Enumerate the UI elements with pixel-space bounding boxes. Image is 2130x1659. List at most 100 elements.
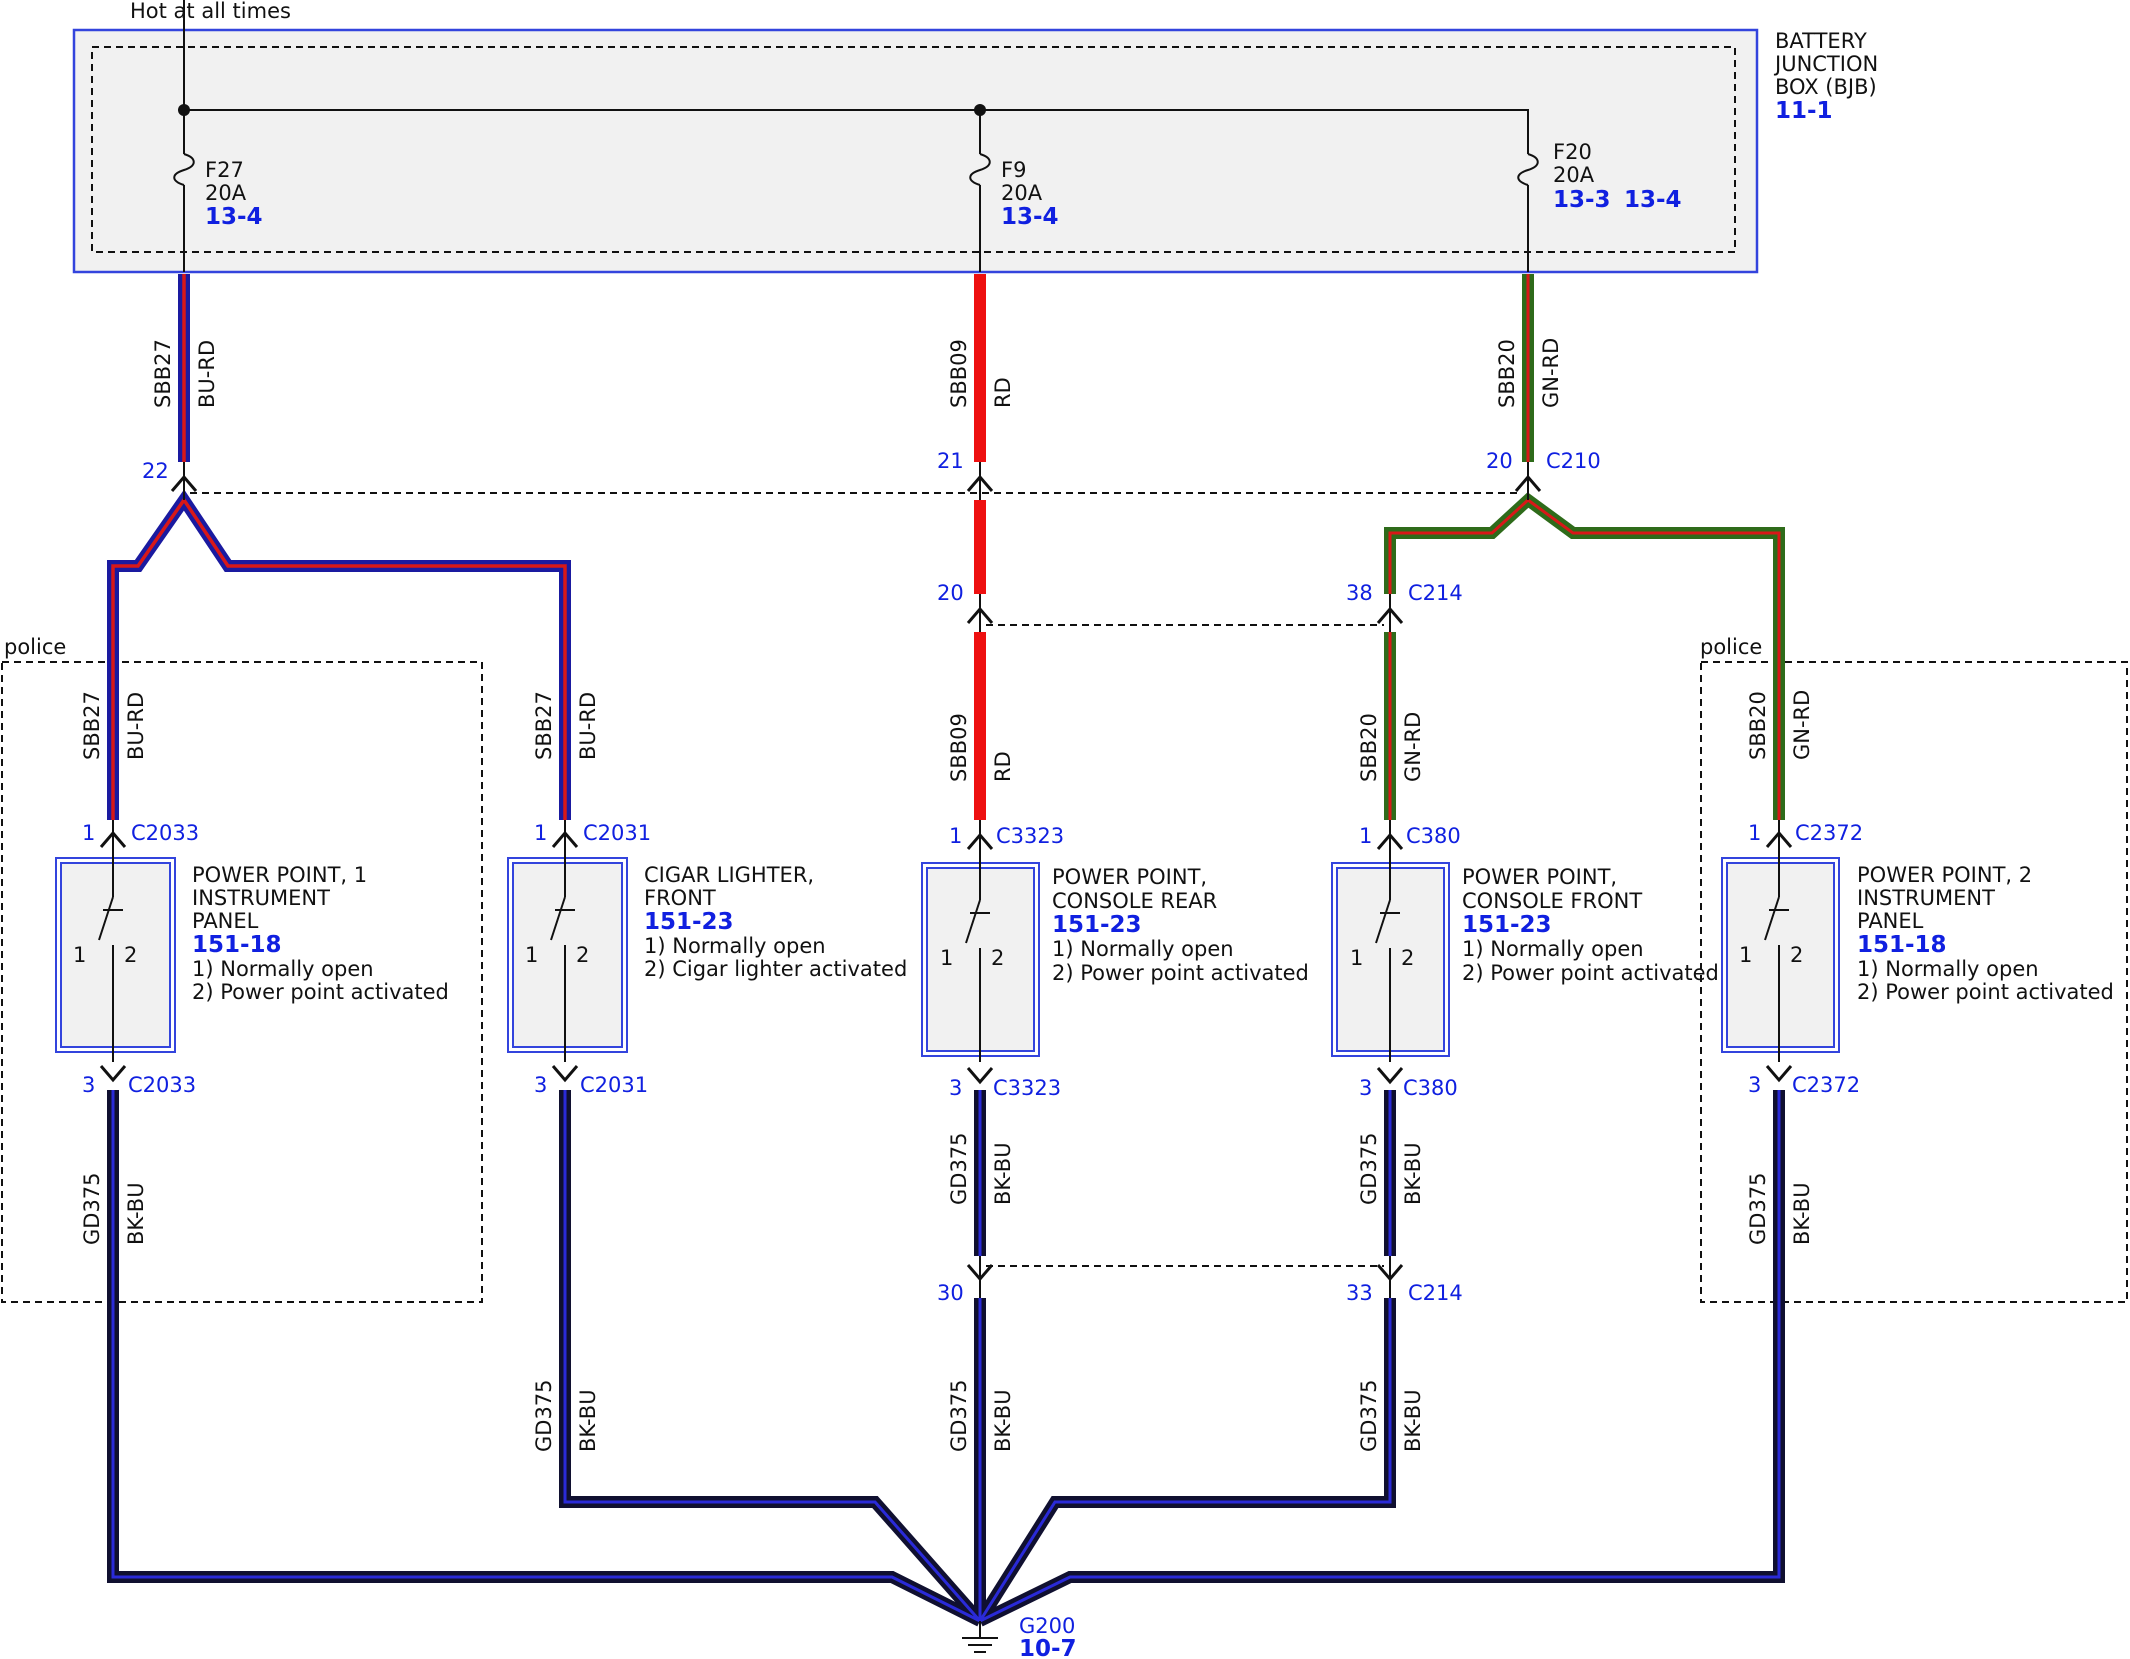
- component-name-line-1: POWER POINT, 1: [192, 863, 367, 887]
- connector-id-out: C3323: [993, 1076, 1061, 1100]
- circuit-sbb27-pp1-color: BU-RD: [124, 692, 148, 760]
- circuit-gd375-ppr-upper-color: BK-BU: [991, 1142, 1015, 1205]
- component-name-line-2: INSTRUMENT: [1857, 886, 1995, 910]
- component-name-line-2: CONSOLE REAR: [1052, 889, 1217, 913]
- police-label-right: police: [1700, 635, 1762, 659]
- component-note-2: 2) Cigar lighter activated: [644, 957, 907, 981]
- circuit-gd375-cig-name: GD375: [532, 1379, 556, 1452]
- circuit-sbb27-cig-name: SBB27: [532, 691, 556, 760]
- bjb-page-ref: 11-1: [1775, 98, 1833, 124]
- component-note-1: 1) Normally open: [192, 957, 374, 981]
- pin-out-chevron: [1765, 1065, 1793, 1083]
- pin-in-number: 1: [949, 824, 962, 848]
- component-note-2: 2) Power point activated: [1857, 980, 2114, 1004]
- c214-bottom-labels: 30 33 C214: [937, 1281, 1463, 1305]
- wire-sbb20: [1384, 274, 1785, 820]
- pin-in-chevron: [99, 830, 127, 848]
- component-note-1: 1) Normally open: [1857, 957, 2039, 981]
- pin-out-number: 3: [1359, 1076, 1372, 1100]
- component-power-point-console-rear: 1 2 1 C3323 3 C3323 POWER POINT, CONSOLE…: [921, 820, 1309, 1100]
- pin-in-chevron: [966, 832, 994, 850]
- fuse-f27-rating: 20A: [205, 181, 247, 205]
- circuit-gd375-pp2-color: BK-BU: [1790, 1182, 1814, 1245]
- fuse-f27-ref: 13-4: [205, 204, 263, 230]
- pin-out-number: 3: [82, 1073, 95, 1097]
- circuit-sbb20-ppf-color: GN-RD: [1401, 712, 1425, 782]
- wire-gd375-pp1: [107, 1090, 983, 1627]
- bjb-name-line-3: BOX (BJB): [1775, 75, 1877, 99]
- component-page-ref: 151-23: [1052, 912, 1142, 938]
- connector-id-out: C380: [1403, 1076, 1458, 1100]
- connector-chevrons: [170, 474, 1542, 1282]
- pin-out-number: 3: [949, 1076, 962, 1100]
- circuit-sbb27-pp1-name: SBB27: [80, 691, 104, 760]
- fuse-f9: F9 20A 13-4: [969, 153, 1059, 230]
- fuse-f9-symbol: [969, 153, 991, 186]
- fuse-f9-ref: 13-4: [1001, 204, 1059, 230]
- connector-id-in: C380: [1406, 824, 1461, 848]
- component-name-line-2: FRONT: [644, 886, 716, 910]
- pin-in-number: 1: [82, 821, 95, 845]
- connector-stubs: [183, 462, 1529, 1298]
- circuit-gd375-ppr-lower-color: BK-BU: [991, 1389, 1015, 1452]
- component-note-1: 1) Normally open: [1052, 937, 1234, 961]
- c210-labels: 22 21 20 C210: [142, 449, 1601, 483]
- switch-pin-1: 1: [1350, 946, 1363, 970]
- ground-g200: G200 10-7: [962, 1614, 1077, 1659]
- connector-id-in: C2033: [131, 821, 199, 845]
- component-name-line-2: INSTRUMENT: [192, 886, 330, 910]
- circuit-gd375-cig-color: BK-BU: [576, 1389, 600, 1452]
- fuse-f20-ref-2: 13-4: [1624, 187, 1682, 213]
- component-note-1: 1) Normally open: [644, 934, 826, 958]
- c214-top-labels: 20 38 C214: [937, 581, 1463, 605]
- circuit-sbb20-pp2-color: GN-RD: [1790, 690, 1814, 760]
- component-name-line-1: POWER POINT,: [1052, 865, 1207, 889]
- switch-pin-2: 2: [1401, 946, 1414, 970]
- circuit-sbb09-bjb-color: RD: [991, 377, 1015, 408]
- pin-in-chevron: [551, 830, 579, 848]
- switch-pin-1: 1: [940, 946, 953, 970]
- battery-junction-box: [72, 28, 1759, 274]
- bjb-name-line-2: JUNCTION: [1773, 52, 1878, 76]
- pin-in-chevron: [1376, 832, 1404, 850]
- pin-out-chevron: [1376, 1067, 1404, 1085]
- wire-gd375-cig: [559, 1090, 985, 1625]
- c210-connector-id: C210: [1546, 449, 1601, 473]
- circuit-gd375-pp2-name: GD375: [1746, 1172, 1770, 1245]
- fuse-f9-rating: 20A: [1001, 181, 1043, 205]
- pin-out-chevron: [551, 1065, 579, 1083]
- fuse-f20-ref-1: 13-3: [1553, 187, 1611, 213]
- ground-icon: [962, 1621, 998, 1653]
- switch-pin-2: 2: [576, 943, 589, 967]
- component-name-line-1: POWER POINT, 2: [1857, 863, 2032, 887]
- component-page-ref: 151-18: [1857, 932, 1947, 958]
- component-power-point-1: 1 2 1 C2033 3 C2033 POWER POINT, 1 INSTR…: [55, 820, 449, 1097]
- c210-pin-sbb27: 22: [142, 459, 169, 483]
- circuit-labels: SBB27 BU-RD SBB09 RD SBB20 GN-RD SBB27 B…: [80, 338, 1814, 1452]
- switch-pin-2: 2: [991, 946, 1004, 970]
- police-label-left: police: [4, 635, 66, 659]
- component-page-ref: 151-18: [192, 932, 282, 958]
- circuit-sbb09-bjb-name: SBB09: [947, 339, 971, 408]
- circuit-sbb20-bjb-name: SBB20: [1495, 339, 1519, 408]
- circuit-sbb20-pp2-name: SBB20: [1746, 691, 1770, 760]
- component-name-line-2: CONSOLE FRONT: [1462, 889, 1642, 913]
- bjb-name-line-1: BATTERY: [1775, 29, 1867, 53]
- connector-id-in: C2031: [583, 821, 651, 845]
- component-name-line-3: PANEL: [192, 909, 259, 933]
- circuit-gd375-pp1-name: GD375: [80, 1172, 104, 1245]
- circuit-sbb09-lower-name: SBB09: [947, 713, 971, 782]
- component-name-line-3: PANEL: [1857, 909, 1924, 933]
- ground-id: G200: [1019, 1614, 1075, 1638]
- switch-pin-1: 1: [73, 943, 86, 967]
- circuit-gd375-ppf-upper-color: BK-BU: [1401, 1142, 1425, 1205]
- wire-sbb20-split: [1384, 492, 1785, 820]
- c210-pin-sbb20: 20: [1486, 449, 1513, 473]
- connector-id-in: C2372: [1795, 821, 1863, 845]
- fuse-f9-id: F9: [1001, 158, 1026, 182]
- circuit-gd375-ppf-upper-name: GD375: [1357, 1132, 1381, 1205]
- c210-pin-sbb09: 21: [937, 449, 964, 473]
- bjb-label: BATTERY JUNCTION BOX (BJB) 11-1: [1773, 29, 1878, 124]
- c214-bottom-connector-id: C214: [1408, 1281, 1463, 1305]
